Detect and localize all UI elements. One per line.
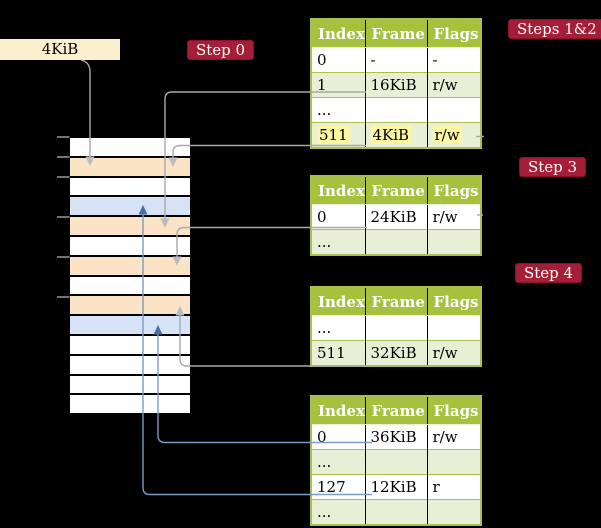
table-cell (426, 499, 481, 525)
table-header-row: Index Frame Flags (311, 19, 481, 48)
memory-frame-row-5 (70, 236, 190, 255)
table-cell: 12KiB (364, 474, 427, 500)
table-row: 511 4KiB r/w (311, 122, 481, 148)
column-header-flags: Flags (426, 287, 481, 316)
table-cell: 0 (311, 424, 365, 450)
table-cell: 4KiB (364, 122, 427, 148)
table-cell: r/w (426, 122, 481, 148)
table-row: ... (311, 315, 481, 341)
column-header-index: Index (311, 396, 365, 425)
memory-frame-row-3 (70, 197, 190, 216)
table-cell: r (426, 474, 481, 500)
table-cell: ... (311, 97, 365, 123)
memory-frame-row-6 (70, 256, 190, 275)
column-header-frame: Frame (364, 176, 427, 205)
memory-frame-row-13 (70, 395, 190, 414)
memory-frame-row-1 (70, 157, 190, 176)
highlighted-value: r/w (432, 126, 462, 144)
memory-frame-row-12 (70, 375, 190, 394)
table-cell: 511 (311, 340, 365, 366)
memory-frame-row-2 (70, 177, 190, 196)
column-header-frame: Frame (364, 396, 427, 425)
step-0-label: Step 0 (187, 40, 255, 60)
step-4-label: Step 4 (515, 263, 583, 283)
memory-frame-row-7 (70, 276, 190, 295)
table-cell (364, 229, 427, 255)
memory-frame-row-9 (70, 316, 190, 334)
table-cell (364, 97, 427, 123)
table-cell: ... (311, 315, 365, 341)
table-cell: r/w (426, 72, 481, 98)
table-cell: 0 (311, 204, 365, 230)
table-cell: 24KiB (364, 204, 427, 230)
table-cell: r/w (426, 340, 481, 366)
table-cell: r/w (426, 424, 481, 450)
column-header-frame: Frame (364, 19, 427, 48)
column-header-index: Index (311, 19, 365, 48)
table-cell: 1 (311, 72, 365, 98)
column-header-index: Index (311, 176, 365, 205)
frame-pointer-box: 4KiB (0, 39, 120, 60)
table-row: ... (311, 97, 481, 123)
table-cell (426, 449, 481, 475)
table-cell (364, 315, 427, 341)
table-cell (426, 229, 481, 255)
table-cell: ... (311, 229, 365, 255)
table-row: ... (311, 499, 481, 525)
column-header-flags: Flags (426, 19, 481, 48)
table-cell: 32KiB (364, 340, 427, 366)
table-cell (426, 315, 481, 341)
table-header-row: Index Frame Flags (311, 396, 481, 425)
column-header-frame: Frame (364, 287, 427, 316)
column-header-flags: Flags (426, 396, 481, 425)
step-3-label: Step 3 (519, 157, 587, 177)
memory-frame-row-4 (70, 217, 190, 235)
table-cell: 16KiB (364, 72, 427, 98)
table-cell: ... (311, 499, 365, 525)
table-cell: 0 (311, 47, 365, 73)
memory-frame-row-8 (70, 296, 190, 315)
table-header-row: Index Frame Flags (311, 287, 481, 316)
memory-frame-row-10 (70, 335, 190, 354)
table-cell: r/w (426, 204, 481, 230)
table-cell: 511 (311, 122, 365, 148)
table-row: ... (311, 229, 481, 255)
table-cell: ... (311, 449, 365, 475)
table-row: 0-- (311, 47, 481, 73)
table-cell (364, 499, 427, 525)
highlighted-value: 511 (317, 126, 350, 144)
column-header-index: Index (311, 287, 365, 316)
table-cell (364, 449, 427, 475)
table-cell: 127 (311, 474, 365, 500)
column-header-flags: Flags (426, 176, 481, 205)
steps-1-2-label: Steps 1&2 (508, 19, 601, 39)
table-cell: - (364, 47, 427, 73)
physical-memory-column (70, 138, 190, 415)
highlighted-value: 4KiB (370, 126, 412, 144)
table-header-row: Index Frame Flags (311, 176, 481, 205)
table-cell: 36KiB (364, 424, 427, 450)
table-cell: - (426, 47, 481, 73)
table-row: ... (311, 449, 481, 475)
memory-frame-row-11 (70, 355, 190, 374)
table-cell (426, 97, 481, 123)
memory-frame-row-0 (70, 138, 190, 156)
